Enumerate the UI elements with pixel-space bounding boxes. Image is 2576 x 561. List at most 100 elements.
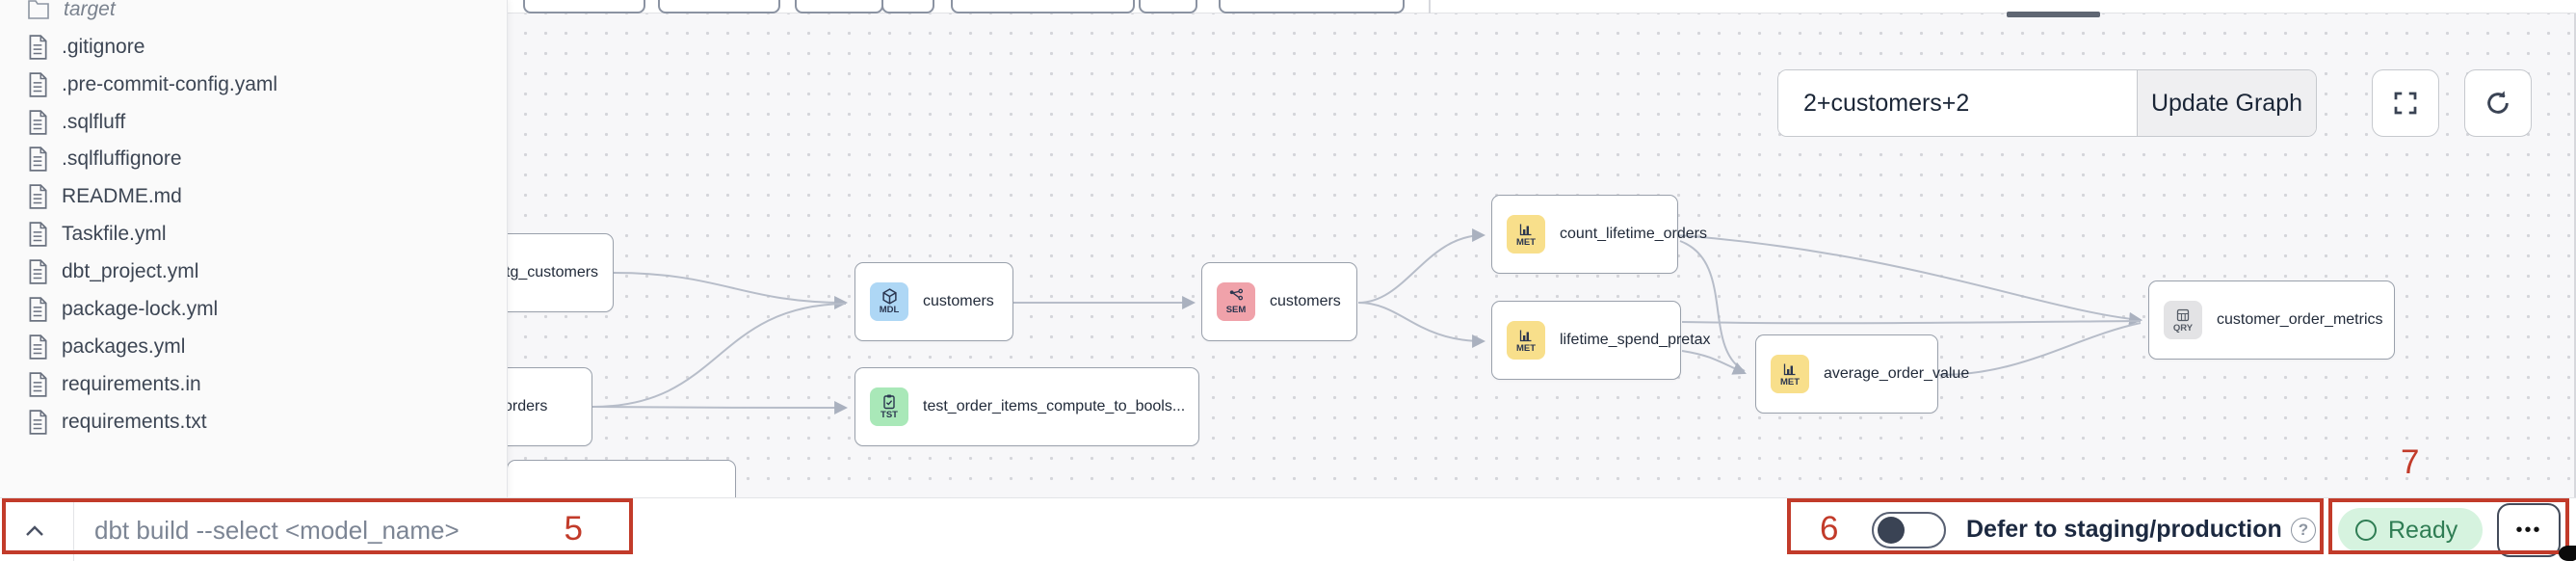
badge-type-label: MET: [1515, 342, 1537, 354]
file-icon: [29, 183, 47, 209]
sidebar-item-label: requirements.txt: [62, 410, 207, 433]
graph-node-count-lifetime-orders[interactable]: MET count_lifetime_orders: [1491, 195, 1707, 274]
file-icon: [29, 296, 47, 322]
graph-node-customers-model[interactable]: MDL customers: [854, 262, 1013, 341]
branch-icon: [1229, 288, 1243, 301]
sidebar-item-file[interactable]: dbt_project.yml: [0, 253, 507, 290]
status-label: Ready: [2388, 516, 2458, 544]
toolbar-button-clipped[interactable]: [795, 0, 883, 13]
file-icon: [29, 221, 47, 247]
graph-node-test-order-items[interactable]: TST test_order_items_compute_to_bools...: [854, 367, 1199, 446]
sidebar-item-file[interactable]: .sqlfluffignore: [0, 140, 507, 177]
command-bar: Defer to staging/production ? Ready •••: [0, 497, 2576, 561]
refresh-icon: [2487, 91, 2509, 114]
sidebar-item-label: target: [64, 0, 116, 20]
sidebar-item-label: .pre-commit-config.yaml: [62, 72, 278, 95]
sidebar-item-file[interactable]: requirements.txt: [0, 403, 507, 441]
file-icon: [29, 409, 47, 435]
sidebar-item-file[interactable]: .pre-commit-config.yaml: [0, 66, 507, 103]
metric-badge: MET: [1507, 215, 1545, 254]
file-explorer-sidebar: target .gitignore .pre-commit-config.yam…: [0, 0, 508, 497]
node-label: count_lifetime_orders: [1560, 226, 1707, 242]
sidebar-item-file[interactable]: .gitignore: [0, 28, 507, 66]
badge-type-label: MET: [1779, 376, 1801, 387]
folder-icon: [28, 0, 49, 19]
defer-label: Defer to staging/production: [1966, 516, 2282, 543]
test-badge: TST: [870, 387, 908, 426]
sidebar-item-label: .sqlfluff: [62, 110, 126, 133]
cursor-artifact: [2559, 546, 2576, 561]
toggle-knob: [1878, 517, 1905, 544]
update-graph-button[interactable]: Update Graph: [2137, 70, 2316, 136]
sidebar-item-label: .sqlfluffignore: [62, 147, 182, 170]
clipboard-check-icon: [883, 394, 895, 410]
sidebar-item-label: package-lock.yml: [62, 297, 219, 320]
toolbar-button-clipped[interactable]: [881, 0, 934, 13]
node-label: stg_customers: [498, 264, 599, 280]
command-bar-divider: [73, 498, 74, 561]
file-icon: [29, 258, 47, 284]
lineage-selector-input[interactable]: [1778, 70, 2137, 136]
bar-chart-icon: [1519, 224, 1532, 235]
sidebar-item-target-folder[interactable]: target: [0, 0, 507, 28]
node-label: lifetime_spend_pretax: [1560, 332, 1711, 348]
fullscreen-icon: [2394, 92, 2417, 115]
graph-node-customers-semantic[interactable]: SEM customers: [1201, 262, 1357, 341]
sidebar-item-label: README.md: [62, 184, 182, 207]
badge-type-label: QRY: [2172, 322, 2194, 334]
model-badge: MDL: [870, 282, 908, 321]
collapse-command-bar-button[interactable]: [13, 512, 56, 548]
toolbar-button-clipped[interactable]: [951, 0, 1135, 13]
sidebar-item-file[interactable]: .sqlfluff: [0, 103, 507, 141]
sidebar-item-file[interactable]: requirements.in: [0, 365, 507, 403]
node-label: customers: [1270, 293, 1341, 309]
graph-node-average-order-value[interactable]: MET average_order_value: [1755, 334, 1969, 414]
more-options-button[interactable]: •••: [2497, 503, 2561, 557]
status-badge: Ready: [2338, 508, 2484, 552]
graph-node-customer-order-metrics[interactable]: QRY customer_order_metrics: [2148, 280, 2395, 360]
cube-icon: [881, 288, 897, 306]
file-icon: [29, 371, 47, 397]
file-icon: [29, 34, 47, 60]
node-label: test_order_items_compute_to_bools...: [923, 398, 1186, 414]
sidebar-item-file[interactable]: package-lock.yml: [0, 290, 507, 328]
sidebar-item-file[interactable]: Taskfile.yml: [0, 215, 507, 253]
sidebar-item-label: Taskfile.yml: [62, 222, 167, 245]
refresh-button[interactable]: [2464, 69, 2532, 137]
file-icon: [29, 71, 47, 97]
bar-chart-icon: [1519, 330, 1532, 341]
toolbar-button-clipped[interactable]: [523, 0, 645, 13]
sidebar-item-label: .gitignore: [62, 35, 145, 58]
node-label: orders: [504, 398, 548, 414]
chevron-up-icon: [26, 524, 43, 536]
toolbar-button-clipped[interactable]: [1219, 0, 1405, 13]
metric-badge: MET: [1507, 321, 1545, 360]
graph-node-lifetime-spend-pretax[interactable]: MET lifetime_spend_pretax: [1491, 301, 1711, 380]
lineage-selector-group: Update Graph: [1777, 69, 2317, 137]
file-icon: [29, 109, 47, 135]
active-tab-indicator: [2007, 12, 2100, 17]
badge-type-label: MET: [1515, 236, 1537, 248]
fullscreen-button[interactable]: [2372, 69, 2439, 137]
bar-chart-icon: [1783, 363, 1796, 375]
help-icon[interactable]: ?: [2291, 518, 2316, 543]
defer-toggle[interactable]: [1872, 512, 1946, 548]
metric-badge: MET: [1771, 355, 1809, 393]
file-icon: [29, 334, 47, 360]
node-label: customers: [923, 293, 994, 309]
badge-type-label: TST: [881, 410, 898, 421]
sidebar-item-file[interactable]: packages.yml: [0, 328, 507, 365]
file-icon: [29, 146, 47, 172]
dbt-command-input[interactable]: [94, 508, 629, 552]
query-table-icon: [2176, 308, 2190, 321]
sidebar-item-file[interactable]: README.md: [0, 177, 507, 215]
semantic-badge: SEM: [1217, 282, 1255, 321]
status-circle-icon: [2355, 520, 2377, 541]
sidebar-item-label: requirements.in: [62, 372, 201, 395]
sidebar-item-label: packages.yml: [62, 334, 186, 358]
toolbar-button-clipped[interactable]: [658, 0, 780, 13]
toolbar-button-clipped[interactable]: [1139, 0, 1197, 13]
badge-type-label: MDL: [879, 305, 900, 316]
node-label: customer_order_metrics: [2217, 311, 2383, 328]
